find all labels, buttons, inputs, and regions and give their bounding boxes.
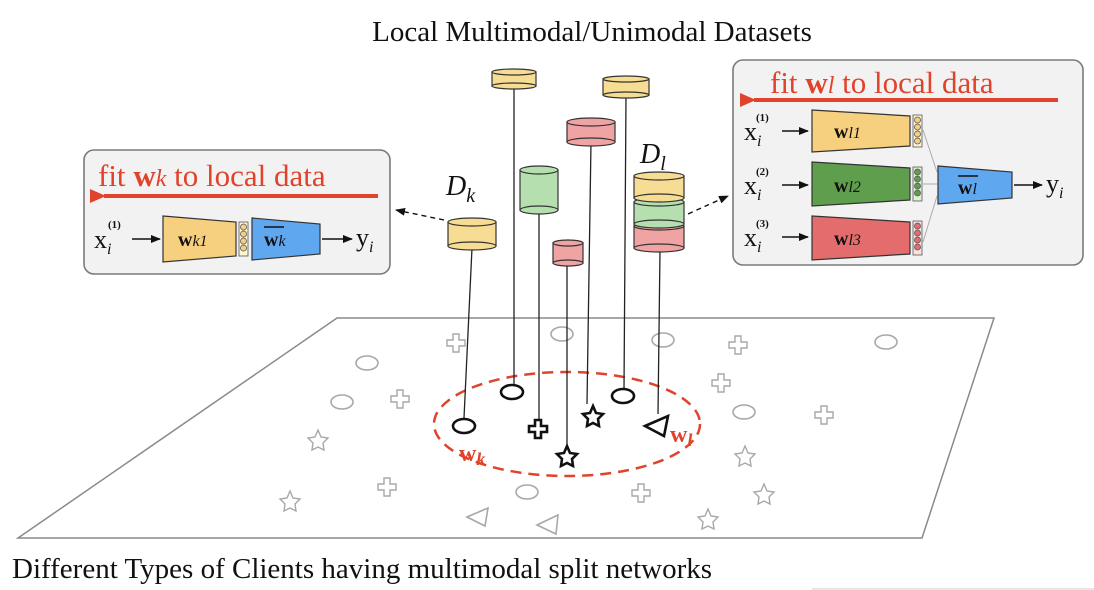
cylinder-pink-2	[552, 239, 584, 267]
right-embedding2	[912, 166, 923, 202]
selected-clients	[451, 383, 670, 469]
right-embedding1	[912, 114, 923, 148]
right-encoder1-label: wl1	[834, 121, 861, 143]
right-head-wl	[937, 165, 1013, 205]
plane-wk-label: wk	[459, 441, 485, 469]
right-client-panel: fit wl to local data xi (1) wl1 xi (2) w…	[732, 59, 1084, 266]
right-embedding3	[912, 220, 923, 256]
background-clients	[330, 326, 898, 500]
dataset-dl-label: Dl	[639, 139, 666, 175]
left-output-y: yi	[356, 223, 373, 256]
top-title: Local Multimodal/Unimodal Datasets	[372, 16, 812, 48]
left-input-x: xi	[94, 225, 111, 258]
right-encoder-wl1	[811, 109, 911, 153]
right-input-x3: xi	[744, 223, 761, 256]
right-input-sup1: (1)	[756, 112, 769, 124]
dataset-dk-label: Dk	[445, 171, 476, 207]
dataset-cylinders	[447, 68, 685, 267]
right-encoder-wl3	[811, 215, 911, 261]
left-input-sup: (1)	[108, 219, 121, 231]
left-head-label: wk	[264, 229, 286, 251]
cylinder-pink-1	[566, 117, 616, 147]
left-client-panel: fit wk to local data xi (1) wk1 wk yi	[83, 149, 391, 275]
cylinder-green-1	[519, 165, 559, 215]
background-crosses	[377, 333, 834, 503]
right-input-x1: xi	[744, 117, 761, 150]
cylinder-dk	[447, 217, 497, 251]
dl-to-right-panel-arrow	[687, 195, 729, 215]
right-input-x2: xi	[744, 171, 761, 204]
left-head-wk	[251, 217, 321, 261]
right-head-label: wl	[958, 177, 977, 199]
client-plane	[15, 317, 996, 539]
plane-wl-label: wl	[670, 422, 692, 450]
fusion-lines	[922, 129, 938, 243]
left-embedding-vector	[238, 221, 249, 257]
right-input-sup3: (3)	[756, 218, 769, 230]
background-stars	[278, 428, 776, 531]
left-encoder-label: wk1	[178, 229, 208, 251]
right-input-sup2: (2)	[756, 166, 769, 178]
cylinder-dl-yellow	[633, 171, 685, 203]
right-encoder3-label: wl3	[834, 228, 861, 250]
right-encoder2-label: wl2	[834, 175, 861, 197]
background-triangles	[465, 506, 559, 536]
right-fit-label: fit wl to local data	[770, 65, 994, 100]
cylinder-yellow-2	[602, 75, 650, 99]
dk-to-left-panel-arrow	[395, 207, 445, 221]
left-fit-label: fit wk to local data	[98, 158, 326, 193]
cylinder-yellow-1	[491, 68, 537, 90]
dataset-stems	[463, 86, 661, 448]
left-encoder-wk1	[162, 215, 237, 263]
right-output-y: yi	[1046, 169, 1063, 202]
right-encoder-wl2	[811, 161, 911, 207]
bottom-caption: Different Types of Clients having multim…	[12, 553, 712, 585]
